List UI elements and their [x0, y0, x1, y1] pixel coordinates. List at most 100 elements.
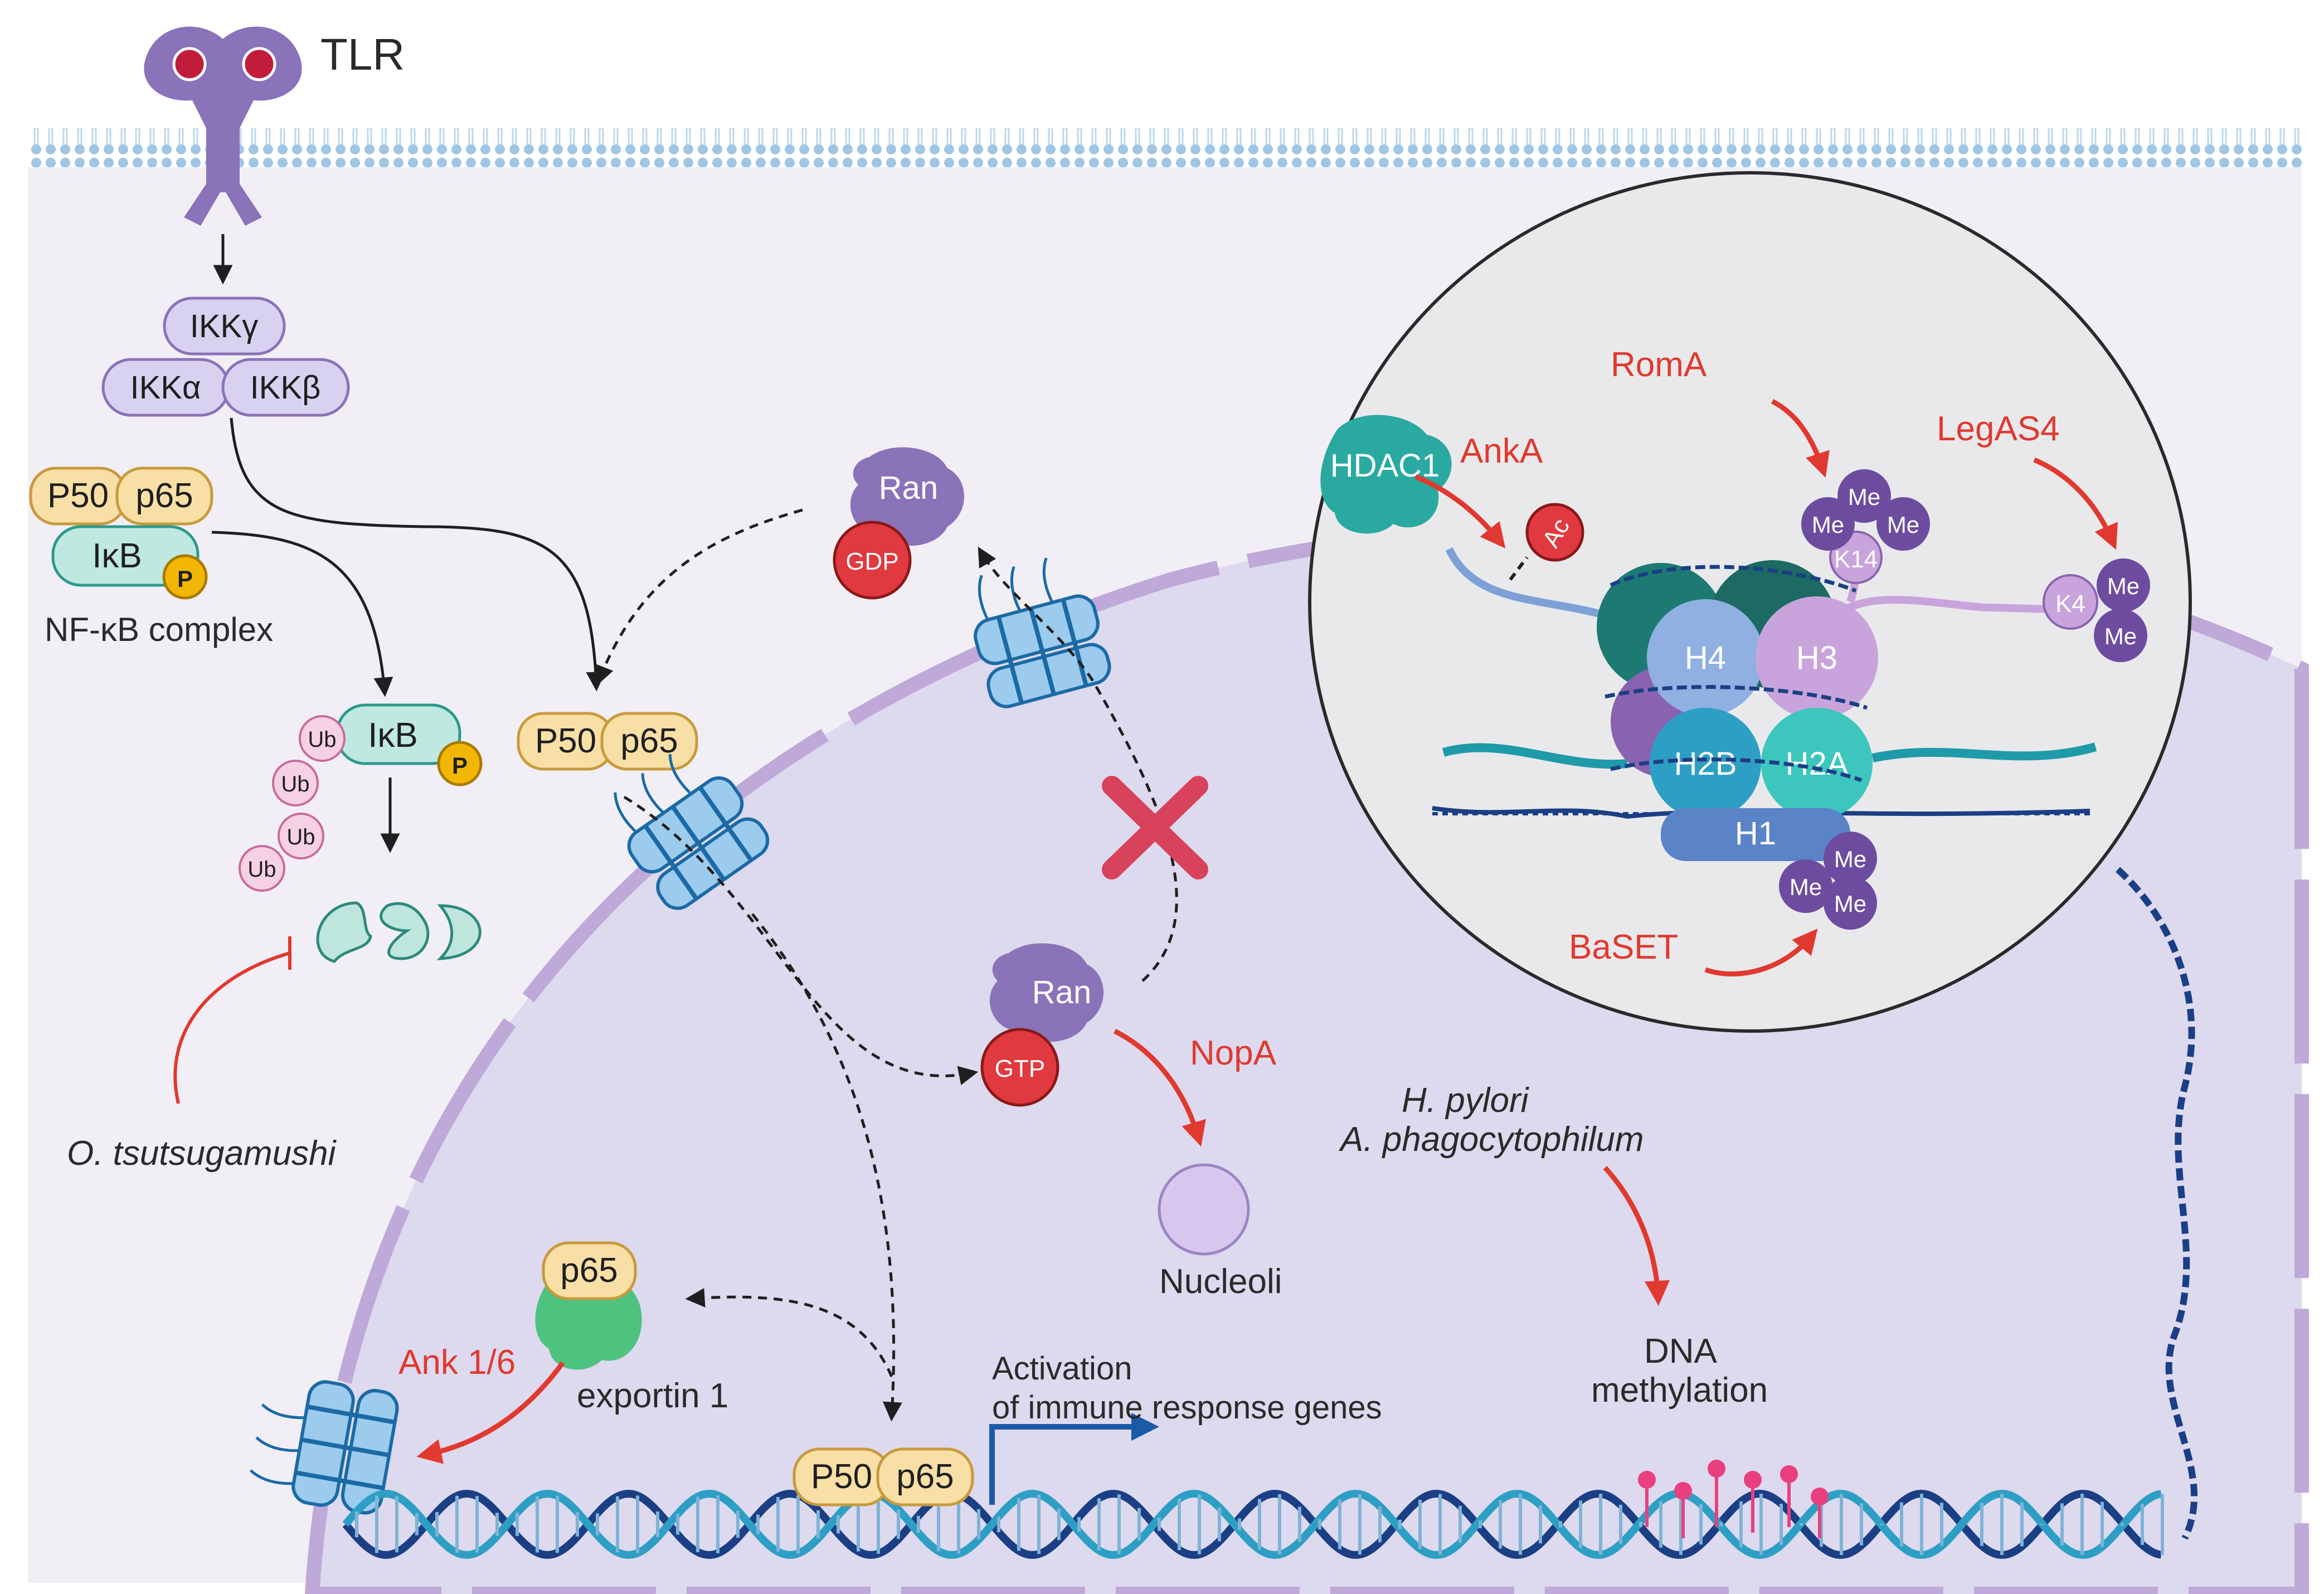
histone-h2a: [1761, 708, 1873, 819]
me-k4-bottom-label: Me: [2104, 623, 2137, 649]
ran-gdp-icon: [850, 447, 964, 546]
ub-ikb-phospho: [437, 741, 483, 786]
inhibit-orientia: [173, 951, 290, 1104]
me-h1-top: [1824, 832, 1877, 885]
methyl-groups: [1638, 1460, 1829, 1538]
roma-label: RomA: [1611, 346, 1707, 384]
nucleoli-icon: [1158, 1163, 1250, 1256]
hdac1-icon: [1320, 415, 1452, 534]
arrow-baset: [1704, 929, 1818, 976]
nfkb-phospho: [162, 554, 208, 600]
ub-4-label: Ub: [247, 857, 276, 882]
ub-3: [278, 813, 324, 859]
gdp-label: GDP: [845, 548, 898, 575]
arrow-import-dna: [751, 913, 902, 1422]
hpylori-label: H. pylori: [1402, 1081, 1530, 1120]
arrow-ran-recycle: [978, 546, 1178, 982]
me-k4-top: [2097, 558, 2150, 612]
nfkb-p65: [115, 466, 213, 526]
me-h1-left: [1779, 859, 1832, 913]
ikk-complex: IKKγ IKKα IKKβ: [101, 297, 350, 417]
ran-gtp-label: Ran: [1032, 974, 1091, 1010]
ran-gtp-icon: [989, 943, 1103, 1042]
exportin-label: exportin 1: [577, 1377, 728, 1415]
nfkb-phospho-label: P: [177, 566, 193, 592]
tlr-receptor-icon: [144, 26, 302, 226]
dna-p65-label: p65: [896, 1457, 954, 1496]
free-p50-label: P50: [535, 722, 596, 760]
methylation-line1: DNA: [1644, 1332, 1718, 1371]
ub-ikb-label: IκB: [368, 716, 418, 755]
me-k14-left: [1801, 497, 1855, 551]
exportin-p65-label: p65: [560, 1251, 618, 1290]
me-k14-left-label: Me: [1812, 512, 1844, 538]
ikk-beta: [221, 358, 350, 417]
zoom-content: H4 H3 H2B H2A H1 HDAC1 AnkA Ac RomA K14 …: [1320, 346, 2150, 976]
arrow-export-exportin: [685, 1288, 893, 1377]
free-p65-label: p65: [620, 722, 678, 760]
proteasome-icon: [316, 901, 482, 963]
arrow-nfkb-ubiquitin: [211, 531, 393, 697]
nopa-label: NopA: [1190, 1034, 1277, 1072]
gtp-ball: [980, 1028, 1059, 1107]
histone-h4-label: H4: [1685, 640, 1726, 676]
nfkb-complex: P50 p65 IκB P: [29, 466, 213, 600]
me-k4-bottom: [2094, 609, 2147, 662]
ikk-gamma-label: IKKγ: [190, 308, 259, 344]
dna-helix: [342, 1489, 2164, 1559]
nucleoli-label: Nucleoli: [1159, 1262, 1282, 1301]
k4-site: [2043, 574, 2098, 630]
legas4-label: LegAS4: [1937, 410, 2060, 448]
activation-line1: Activation: [992, 1350, 1132, 1387]
ub-ikb-phospho-label: P: [452, 752, 468, 779]
ran-gtp: Ran GTP: [980, 943, 1103, 1107]
free-dimer: P50 p65: [517, 712, 698, 771]
me-h1-right-label: Me: [1834, 891, 1866, 917]
k4-label: K4: [2055, 590, 2085, 618]
arrow-legas4: [2033, 457, 2118, 550]
arrow-methylation: [1603, 1165, 1670, 1306]
ran-gdp: Ran GDP: [833, 447, 964, 600]
arrow-ikk-dimer: [230, 417, 606, 692]
nfkb-complex-label: NF-κB complex: [45, 611, 273, 648]
histone-h2a-label: H2A: [1786, 746, 1849, 782]
arrow-ran-dimer: [595, 508, 803, 686]
nuclear-pore-3: [249, 1380, 399, 1515]
me-k14-top-label: Me: [1848, 484, 1880, 510]
ub-3-label: Ub: [286, 825, 315, 849]
nuclear-pore-1: [614, 754, 770, 910]
ubiquitinated-ikb: IκB P Ub Ub Ub Ub: [239, 703, 483, 892]
arrow-ank: [416, 1361, 565, 1464]
me-h1-right: [1824, 876, 1877, 930]
exportin-p65: [542, 1241, 637, 1300]
ub-1-label: Ub: [308, 727, 336, 752]
acetyl-group: [1525, 503, 1584, 562]
nfkb-p65-label: p65: [135, 477, 193, 515]
ub-4: [239, 845, 285, 892]
ank-label: Ank 1/6: [398, 1343, 516, 1382]
arrow-roma: [1771, 398, 1830, 478]
exportin-complex: p65: [535, 1241, 642, 1370]
ac-link: [1509, 556, 1529, 581]
histone-h3: [1756, 596, 1878, 719]
dna-bound-dimer: P50 p65: [793, 1447, 974, 1506]
activation-line2: of immune response genes: [992, 1389, 1382, 1426]
ran-gdp-label: Ran: [879, 470, 938, 506]
orientia-label: O. tsutsugamushi: [67, 1134, 337, 1173]
ikk-gamma: [163, 297, 286, 356]
transcription-arrow: [989, 1413, 1159, 1505]
dna-p65: [876, 1447, 974, 1506]
ikk-beta-label: IKKβ: [250, 370, 321, 406]
red-cross-icon: [1102, 776, 1208, 879]
anka-label: AnkA: [1460, 432, 1543, 470]
nfkb-ikb-label: IκB: [92, 537, 142, 575]
me-k14-right-label: Me: [1887, 512, 1919, 538]
chromatin-strand: [2115, 867, 2198, 1540]
free-p65: [600, 712, 698, 771]
nfkb-ikb: [51, 525, 200, 587]
dna-p50-label: P50: [811, 1457, 872, 1496]
histone-h2b: [1650, 708, 1761, 819]
ub-2-label: Ub: [281, 772, 309, 796]
ub-1: [299, 715, 346, 762]
